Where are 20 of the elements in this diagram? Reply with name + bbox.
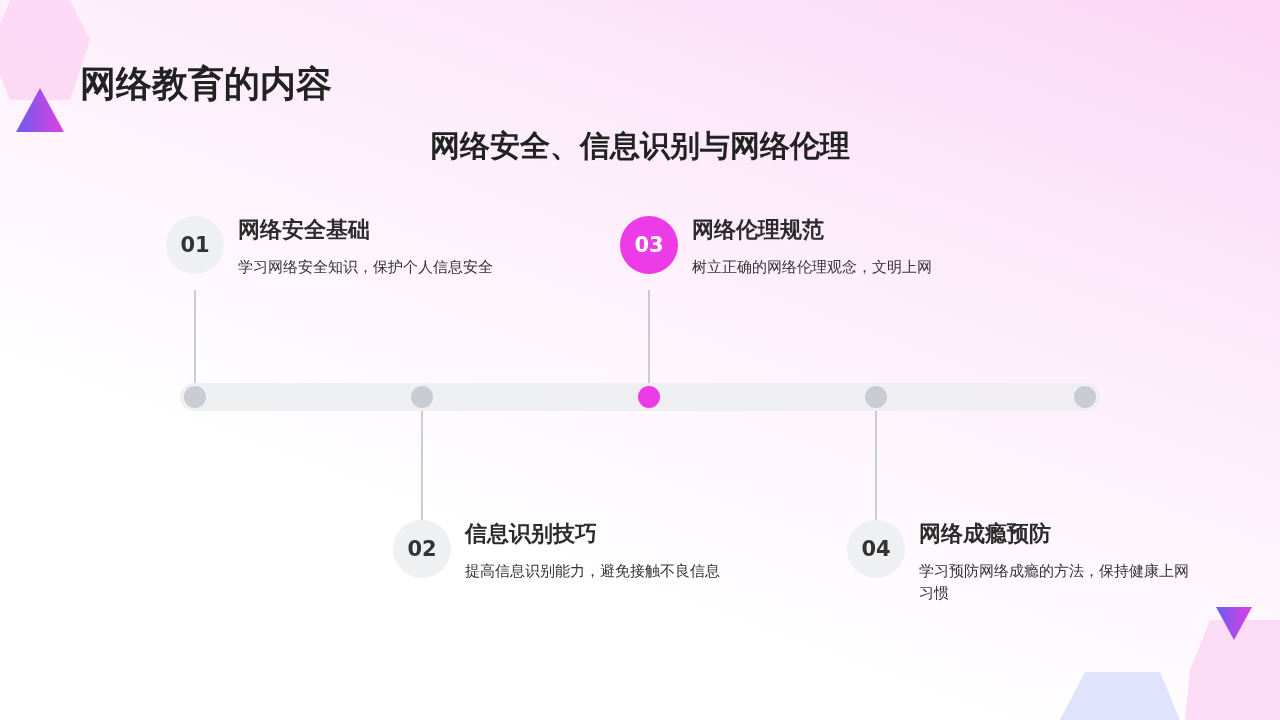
item-description: 提高信息识别能力，避免接触不良信息 <box>465 561 721 582</box>
item-heading: 网络成瘾预防 <box>919 520 1051 548</box>
item-heading: 网络伦理规范 <box>692 216 824 244</box>
slide-title: 网络教育的内容 <box>80 62 332 106</box>
item-description: 学习预防网络成瘾的方法，保持健康上网习惯 <box>919 561 1190 604</box>
item-description: 学习网络安全知识，保护个人信息安全 <box>238 257 494 278</box>
timeline-bar <box>180 383 1100 411</box>
timeline-dot <box>865 386 887 408</box>
item-description: 树立正确的网络伦理观念，文明上网 <box>692 257 933 278</box>
item-heading: 信息识别技巧 <box>465 520 597 548</box>
item-heading: 网络安全基础 <box>238 216 370 244</box>
number-circle: 03 <box>620 216 678 274</box>
number-circle: 02 <box>393 520 451 578</box>
number-circle: 04 <box>847 520 905 578</box>
subtitle: 网络安全、信息识别与网络伦理 <box>429 127 851 165</box>
timeline-dot <box>411 386 433 408</box>
timeline-dot <box>184 386 206 408</box>
timeline-dot <box>638 386 660 408</box>
number-circle: 01 <box>166 216 224 274</box>
timeline-dot <box>1074 386 1096 408</box>
